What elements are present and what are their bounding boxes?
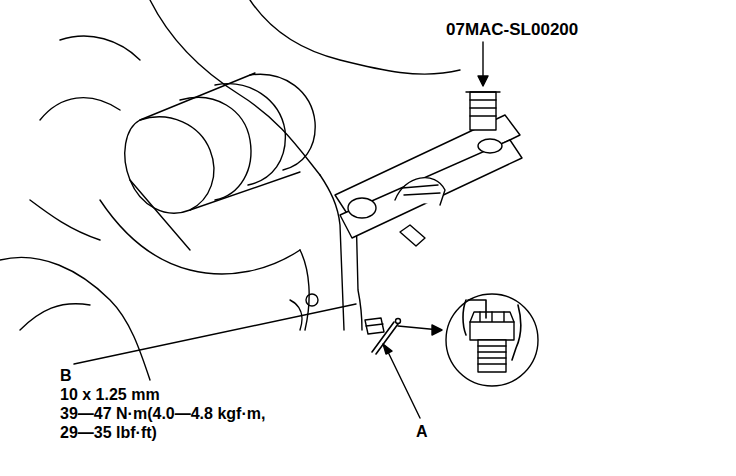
body-outline (20, 200, 100, 330)
stud-thread (478, 346, 506, 364)
cotter-pin (396, 319, 401, 324)
tool-bolt (470, 92, 496, 130)
callout-letter: B (60, 366, 100, 385)
tool-thread (402, 185, 440, 195)
boot (125, 117, 214, 213)
body-outline (250, 0, 460, 74)
cotter-pin-detail (463, 300, 521, 360)
tool-hole (478, 139, 502, 153)
arrowhead (383, 344, 392, 354)
callout-letter: A (416, 422, 456, 441)
tool-plate (340, 140, 522, 238)
detail-circle (446, 294, 538, 386)
thread-size: 10 x 1.25 mm (60, 385, 280, 404)
boot-rib (250, 74, 315, 170)
boot-rib (180, 97, 251, 200)
boot-rib (215, 84, 285, 185)
leader-line (388, 352, 420, 418)
arrowhead (432, 325, 442, 335)
tool-bolt-thread (466, 92, 500, 116)
body-outline (0, 257, 150, 380)
castle-nut-detail (470, 312, 514, 322)
leader-line (74, 304, 356, 364)
tool-knob (400, 225, 425, 246)
castle-nut (366, 324, 383, 326)
torque-spec: 39—47 N·m(4.0—4.8 kgf·m, 29—35 lbf·ft) (60, 404, 282, 442)
arrowhead (478, 76, 488, 86)
cotter-pin (372, 322, 398, 354)
body-outline (40, 36, 140, 120)
part-number: 07MAC-SL00200 (446, 20, 646, 39)
tool-jaw (348, 198, 376, 218)
boot-outline (130, 73, 300, 250)
castle-nut-detail (470, 312, 514, 340)
body-outline (150, 0, 320, 175)
stud-detail (478, 340, 506, 372)
bolt-head (306, 294, 318, 306)
boot-outline (100, 200, 300, 274)
tool-body (395, 178, 445, 205)
castle-nut (365, 318, 384, 334)
